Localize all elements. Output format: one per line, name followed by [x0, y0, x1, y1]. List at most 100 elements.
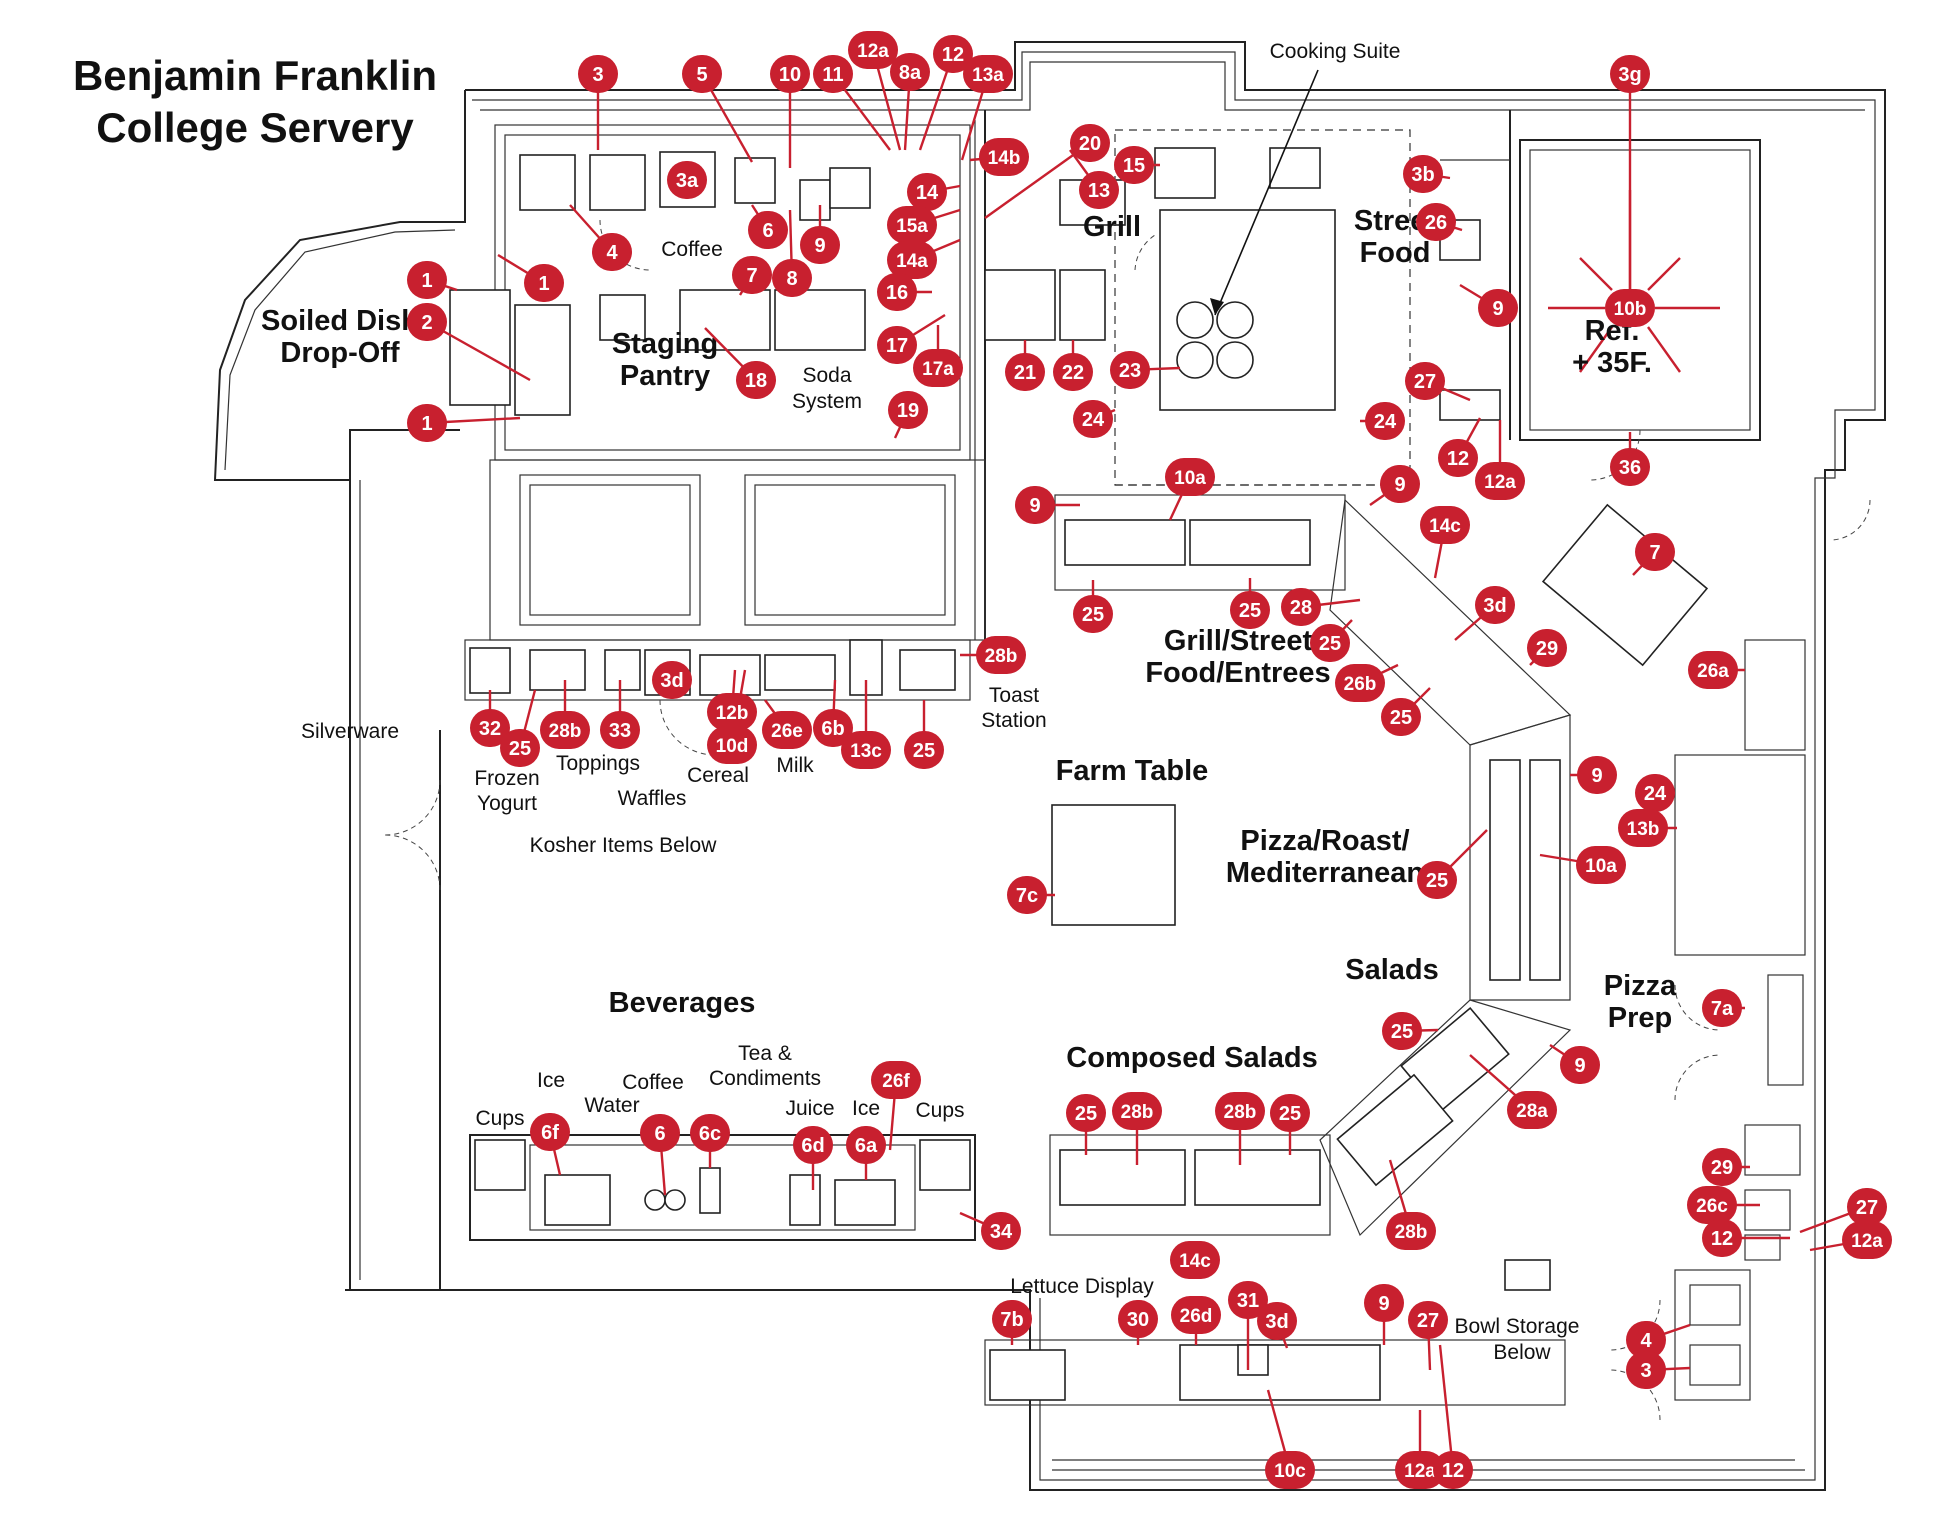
badge-shape [770, 55, 810, 93]
badge-label: 3 [592, 64, 603, 86]
badge-shape [1073, 400, 1113, 438]
badge-8a: 8a [890, 53, 930, 91]
badge-label: 29 [1711, 1157, 1733, 1179]
badge-label: 25 [1390, 707, 1412, 729]
badge-9: 9 [1364, 1284, 1404, 1322]
badge-4: 4 [1626, 1321, 1666, 1359]
badge-16: 16 [877, 273, 917, 311]
badge-1: 1 [524, 264, 564, 302]
badge-shape [707, 693, 757, 731]
badge-shape [1364, 1284, 1404, 1322]
building-walls [213, 41, 1886, 1491]
text-label-lettuce: Lettuce Display [1010, 1275, 1154, 1298]
badge-14: 14 [907, 173, 947, 211]
badge-shape [407, 261, 447, 299]
badge-9: 9 [1577, 756, 1617, 794]
text-label-yogurt: Yogurt [477, 792, 537, 815]
text-label-soda: Soda [802, 364, 851, 387]
text-label-kosher: Kosher Items Below [530, 834, 718, 857]
badge-label: 12 [1447, 448, 1469, 470]
area-label-composed: Composed Salads [1066, 1042, 1317, 1074]
badge-shape [1257, 1302, 1297, 1340]
badge-shape [1560, 1046, 1600, 1084]
badge-10a: 10a [1576, 846, 1626, 884]
badge-label: 5 [696, 64, 707, 86]
badge-label: 1 [538, 273, 549, 295]
badge-shape [1066, 1094, 1106, 1132]
badge-12a: 12a [1395, 1451, 1445, 1489]
text-label-ice1: Ice [537, 1069, 565, 1092]
badge-label: 23 [1119, 360, 1141, 382]
text-label-toppings: Toppings [556, 752, 640, 775]
badge-label: 36 [1619, 457, 1641, 479]
badge-13b: 13b [1618, 809, 1668, 847]
badge-label: 20 [1079, 133, 1101, 155]
area-label-pizza-prep: Prep [1608, 1002, 1672, 1034]
badge-3d: 3d [652, 661, 692, 699]
badge-10b: 10b [1605, 289, 1655, 327]
badge-label: 19 [897, 400, 919, 422]
badge-shape [1165, 458, 1215, 496]
badge-13c: 13c [841, 731, 891, 769]
badge-label: 24 [1082, 409, 1105, 431]
badge-shape [913, 349, 963, 387]
badge-10a: 10a [1165, 458, 1215, 496]
badge-label: 10b [1614, 299, 1647, 320]
badge-label: 26a [1697, 661, 1729, 682]
badge-label: 3 [1640, 1360, 1651, 1382]
badge-shape [1618, 809, 1668, 847]
badge-29: 29 [1702, 1148, 1742, 1186]
badge-15a: 15a [887, 206, 937, 244]
text-label-tea1: Tea & [738, 1042, 792, 1065]
badge-14c: 14c [1170, 1241, 1220, 1279]
badge-28b: 28b [1386, 1212, 1436, 1250]
text-label-toast1: Toast [989, 684, 1039, 707]
badge-label: 24 [1644, 783, 1667, 805]
badge-label: 13a [972, 65, 1004, 86]
badge-label: 31 [1237, 1290, 1259, 1312]
badge-label: 25 [1075, 1103, 1097, 1125]
badge-shape [1382, 1012, 1422, 1050]
badge-36: 36 [1610, 448, 1650, 486]
badge-26d: 26d [1171, 1296, 1221, 1334]
badge-shape [1265, 1451, 1315, 1489]
badge-shape [871, 1061, 921, 1099]
badge-34: 34 [981, 1212, 1021, 1250]
badge-shape [1687, 1186, 1737, 1224]
badge-label: 13b [1627, 819, 1660, 840]
badge-label: 7 [746, 265, 757, 287]
badge-label: 17 [886, 335, 908, 357]
badge-label: 28a [1516, 1101, 1548, 1122]
badge-shape [1381, 698, 1421, 736]
badge-label: 12a [857, 41, 889, 62]
text-label-system: System [792, 390, 862, 413]
area-label-pizza-roast: Mediterranean [1226, 857, 1424, 889]
badge-13: 13 [1079, 171, 1119, 209]
badge-shape [530, 1113, 570, 1151]
badge-label: 14c [1429, 516, 1461, 537]
badge-shape [800, 226, 840, 264]
badge-28b: 28b [1215, 1092, 1265, 1130]
badge-7b: 7b [992, 1300, 1032, 1338]
badge-label: 15a [896, 216, 928, 237]
badge-shape [1405, 362, 1445, 400]
badge-shape [1635, 774, 1675, 812]
badge-label: 30 [1127, 1309, 1149, 1331]
badge-label: 9 [1574, 1055, 1585, 1077]
badge-shape [470, 709, 510, 747]
badge-label: 22 [1062, 362, 1084, 384]
text-labels: Cooking SuiteCoffeeSodaSystemSilverwareF… [301, 40, 1579, 1364]
badge-9: 9 [800, 226, 840, 264]
badge-17a: 17a [913, 349, 963, 387]
badge-28a: 28a [1507, 1091, 1557, 1129]
badge-6f: 6f [530, 1113, 570, 1151]
badge-shape [1605, 289, 1655, 327]
badge-7a: 7a [1702, 989, 1742, 1027]
title-line-2: College Servery [96, 104, 414, 151]
badge-shape [640, 1114, 680, 1152]
badge-shape [652, 661, 692, 699]
badge-shape [877, 326, 917, 364]
badge-label: 14 [916, 182, 939, 204]
badge-label: 12a [1851, 1231, 1883, 1252]
badge-shape [524, 264, 564, 302]
